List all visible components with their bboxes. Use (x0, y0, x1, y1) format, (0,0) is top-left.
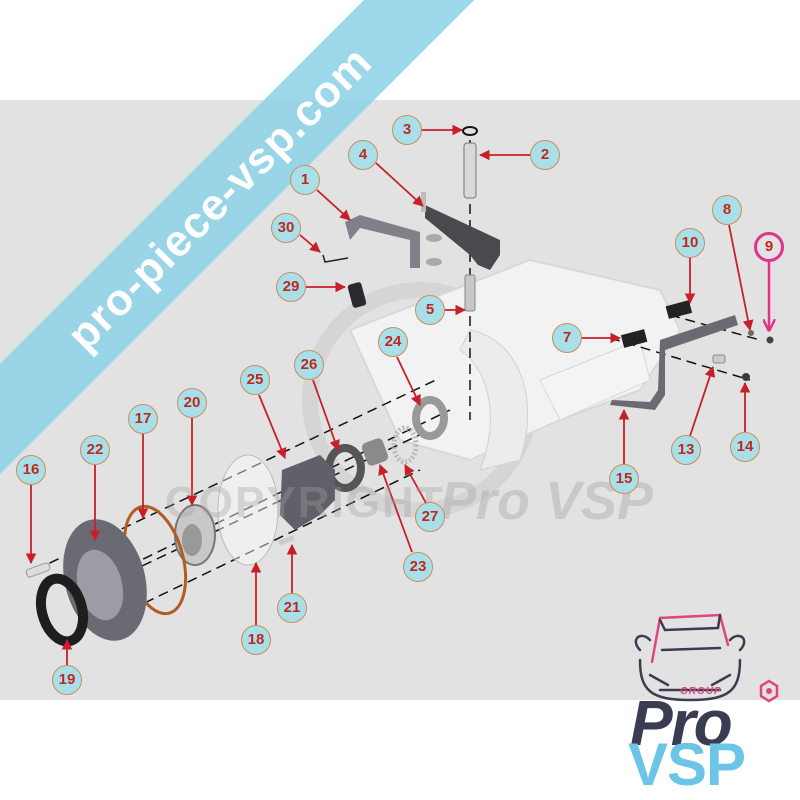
callout-part-27[interactable]: 27 (415, 502, 445, 532)
car-logo-icon (634, 613, 746, 702)
nut-icon (759, 679, 779, 703)
callout-part-16[interactable]: 16 (16, 455, 46, 485)
provsp-logo: Pro GROUP VSP (620, 590, 790, 798)
callout-part-22[interactable]: 22 (80, 435, 110, 465)
callout-part-23[interactable]: 23 (403, 552, 433, 582)
callout-part-4[interactable]: 4 (348, 140, 378, 170)
callout-part-2[interactable]: 2 (530, 140, 560, 170)
copyright-watermark: COPYRIGHT (165, 478, 445, 527)
callout-part-29[interactable]: 29 (276, 272, 306, 302)
callout-part-3[interactable]: 3 (392, 115, 422, 145)
logo-group-text: GROUP (680, 686, 722, 697)
part-shapes (25, 126, 774, 647)
callout-part-24[interactable]: 24 (378, 327, 408, 357)
callout-part-5[interactable]: 5 (415, 295, 445, 325)
callout-part-21[interactable]: 21 (277, 593, 307, 623)
callout-part-18[interactable]: 18 (241, 625, 271, 655)
logo-pro-text: Pro (630, 687, 733, 759)
callout-part-30[interactable]: 30 (271, 213, 301, 243)
callout-part-19[interactable]: 19 (52, 665, 82, 695)
callout-part-20[interactable]: 20 (177, 388, 207, 418)
callout-part-7[interactable]: 7 (552, 323, 582, 353)
callout-part-8[interactable]: 8 (712, 195, 742, 225)
callout-part-17[interactable]: 17 (128, 404, 158, 434)
callout-part-1[interactable]: 1 (290, 165, 320, 195)
logo-vsp-text: VSP (628, 731, 746, 798)
callout-part-13[interactable]: 13 (671, 435, 701, 465)
callout-part-9[interactable]: 9 (754, 232, 784, 262)
callout-part-26[interactable]: 26 (294, 350, 324, 380)
callout-part-25[interactable]: 25 (240, 365, 270, 395)
callout-part-15[interactable]: 15 (609, 464, 639, 494)
callout-part-10[interactable]: 10 (675, 228, 705, 258)
callout-part-14[interactable]: 14 (730, 432, 760, 462)
